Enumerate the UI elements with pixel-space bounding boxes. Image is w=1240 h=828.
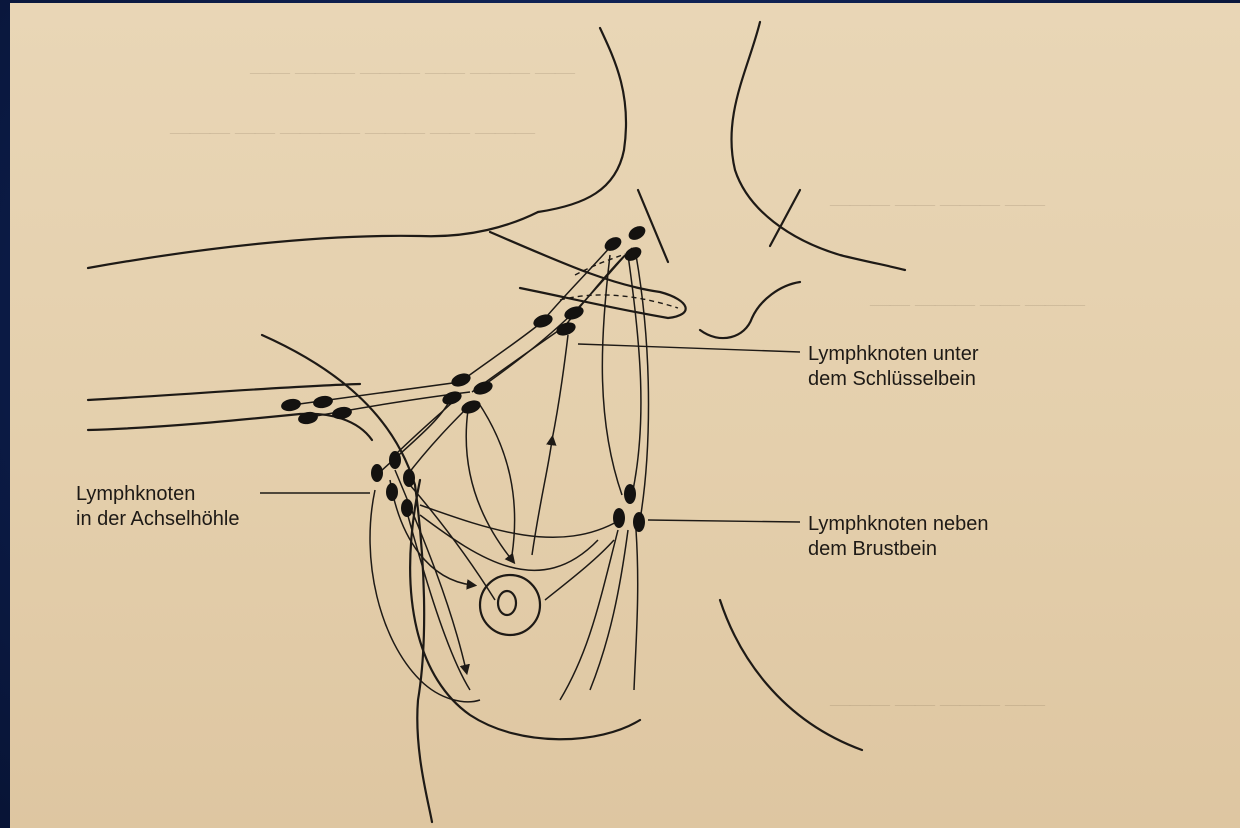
neck-left-outline: [538, 28, 626, 212]
sternal-lymph-node: [613, 508, 625, 528]
arm-lymph-node: [312, 394, 334, 409]
axillary-lymph-node: [389, 451, 401, 469]
sternal-lymph-node: [633, 512, 645, 532]
lymph-vessel: [636, 255, 649, 520]
nipple: [498, 591, 516, 615]
sternal-notch: [700, 282, 800, 338]
label-sternal-lymph-nodes: Lymphknoten neben dem Brustbein: [808, 512, 989, 562]
lymph-vessel: [552, 335, 568, 440]
neck-lymph-node: [602, 234, 624, 253]
dashed-lymph-vessel: [560, 295, 678, 308]
neck-lymph-node: [626, 223, 648, 242]
label-line: in der Achselhöhle: [76, 507, 239, 532]
arm-lymph-node: [297, 410, 319, 425]
body-outline: [88, 22, 905, 822]
label-subclavian-lymph-nodes: Lymphknoten unter dem Schlüsselbein: [808, 342, 978, 392]
clavicle-outline: [490, 232, 686, 318]
lymph-vessel: [602, 255, 622, 495]
lymph-vessel: [545, 540, 614, 600]
label-line: Lymphknoten: [76, 482, 239, 507]
axillary-lymph-node: [386, 483, 398, 501]
axillary-lymph-node: [371, 464, 383, 482]
lymph-vessel: [390, 480, 472, 585]
lymph-vessel: [634, 530, 638, 690]
axillary-lymph-node: [450, 371, 473, 389]
arm-lymph-node: [280, 397, 302, 412]
leader-line-sternal: [648, 520, 800, 522]
label-line: Lymphknoten neben: [808, 512, 989, 537]
leader-line-subclavian: [578, 344, 800, 352]
leader-lines: [260, 344, 800, 522]
lymph-vessel: [405, 505, 470, 690]
label-line: Lymphknoten unter: [808, 342, 978, 367]
neck-lymph-node: [622, 244, 644, 263]
lymph-vessel: [628, 255, 641, 495]
lymph-vessel: [560, 530, 618, 700]
axillary-lymph-node: [401, 499, 413, 517]
subclavian-lymph-node: [555, 320, 578, 338]
breast-right-outline: [720, 600, 862, 750]
sternal-lymph-node: [624, 484, 636, 504]
axillary-lymph-node: [403, 469, 415, 487]
axillary-lymph-node: [460, 398, 483, 416]
breast-left-outline: [410, 480, 640, 739]
lymph-vessel: [420, 515, 598, 570]
lymph-vessel: [572, 248, 632, 314]
arm-lymph-node: [331, 405, 353, 420]
lymph-vessel: [590, 530, 628, 690]
label-axillary-lymph-nodes: Lymphknoten in der Achselhöhle: [76, 482, 239, 532]
lymph-vessel: [420, 505, 620, 537]
label-line: dem Brustbein: [808, 537, 989, 562]
lymph-vessel: [466, 410, 512, 560]
areola: [480, 575, 540, 635]
label-line: dem Schlüsselbein: [808, 367, 978, 392]
neck-muscle-line: [638, 190, 668, 262]
axillary-lymph-node: [472, 379, 495, 397]
neck-right-outline: [731, 22, 905, 270]
lymph-vessels: [292, 245, 649, 702]
shoulder-outline: [88, 212, 538, 268]
axillary-lymph-node: [441, 389, 464, 407]
arm-lower-outline: [88, 414, 300, 430]
